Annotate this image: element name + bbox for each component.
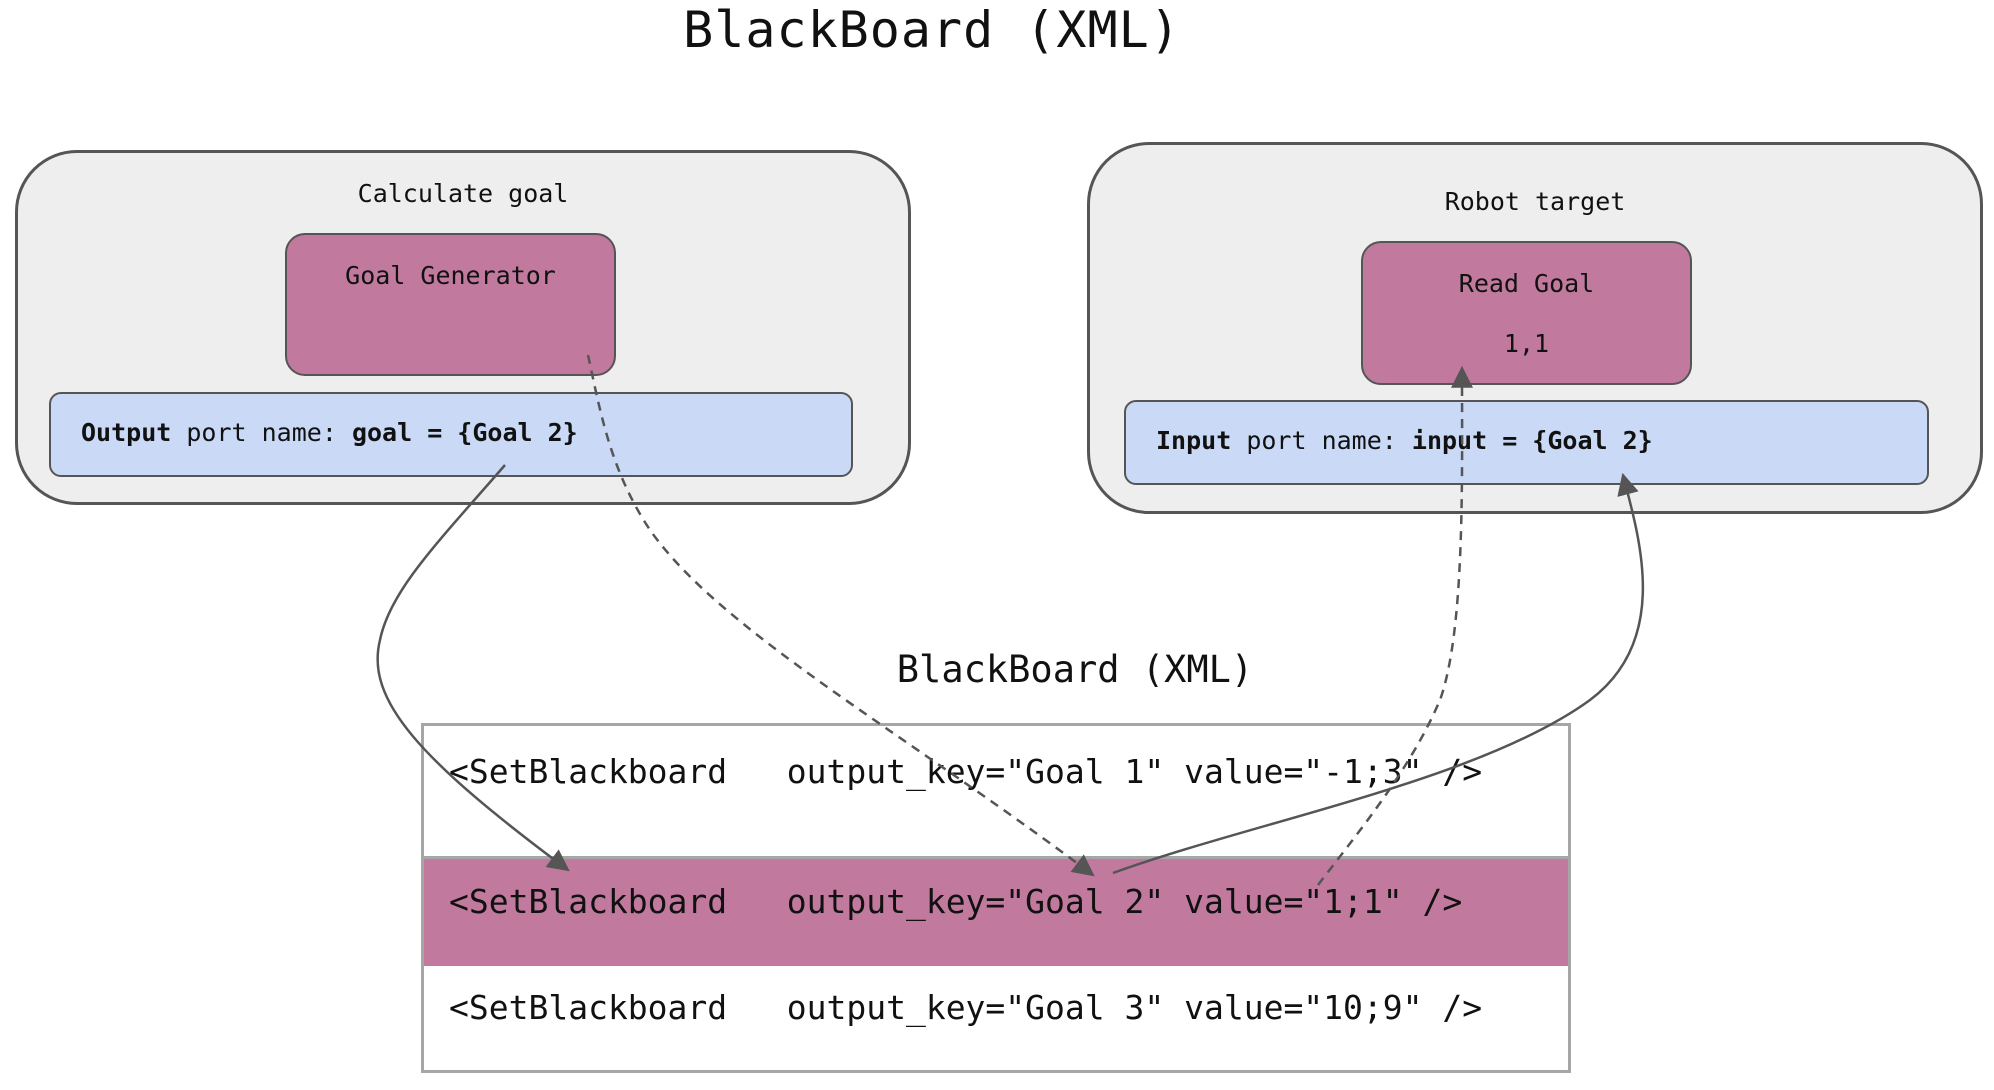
group-label-robot-target: Robot target: [1444, 187, 1626, 216]
input-port-kind: Input: [1156, 426, 1232, 455]
group-label-calculate-goal: Calculate goal: [357, 179, 569, 208]
edge-generator-to-blackboard: [586, 354, 1095, 877]
input-port[interactable]: Input port name: input = {Goal 2}: [1124, 400, 1929, 485]
edge-blackboard-to-input: [1112, 472, 1645, 875]
input-port-text: port name:: [1231, 426, 1412, 455]
edge-blackboard-to-read-goal: [1317, 365, 1474, 886]
blackboard-row-goal-1[interactable]: <SetBlackboard output_key="Goal 1" value…: [424, 726, 1568, 856]
node-read-goal-value: 1,1: [1503, 329, 1550, 358]
diagram-title: BlackBoard (XML): [683, 1, 1181, 59]
node-goal-generator[interactable]: Goal Generator: [285, 233, 616, 376]
blackboard-row-goal-3[interactable]: <SetBlackboard output_key="Goal 3" value…: [424, 966, 1568, 1073]
node-goal-generator-label: Goal Generator: [345, 261, 556, 290]
edge-output-to-blackboard: [376, 464, 570, 872]
input-port-expr: input = {Goal 2}: [1411, 426, 1653, 455]
output-port[interactable]: Output port name: goal = {Goal 2}: [49, 392, 853, 477]
blackboard-row-text: <SetBlackboard output_key="Goal 1" value…: [449, 752, 1483, 791]
blackboard-table: <SetBlackboard output_key="Goal 1" value…: [421, 723, 1571, 1073]
blackboard-row-goal-2[interactable]: <SetBlackboard output_key="Goal 2" value…: [424, 856, 1568, 966]
output-port-kind: Output: [81, 418, 172, 447]
blackboard-title: BlackBoard (XML): [896, 648, 1254, 691]
node-read-goal[interactable]: Read Goal 1,1: [1361, 241, 1692, 385]
blackboard-row-text: <SetBlackboard output_key="Goal 3" value…: [449, 988, 1483, 1027]
blackboard-row-text: <SetBlackboard output_key="Goal 2" value…: [449, 882, 1463, 921]
output-port-expr: goal = {Goal 2}: [351, 418, 578, 447]
node-read-goal-label: Read Goal: [1458, 269, 1595, 298]
output-port-text: port name:: [171, 418, 352, 447]
